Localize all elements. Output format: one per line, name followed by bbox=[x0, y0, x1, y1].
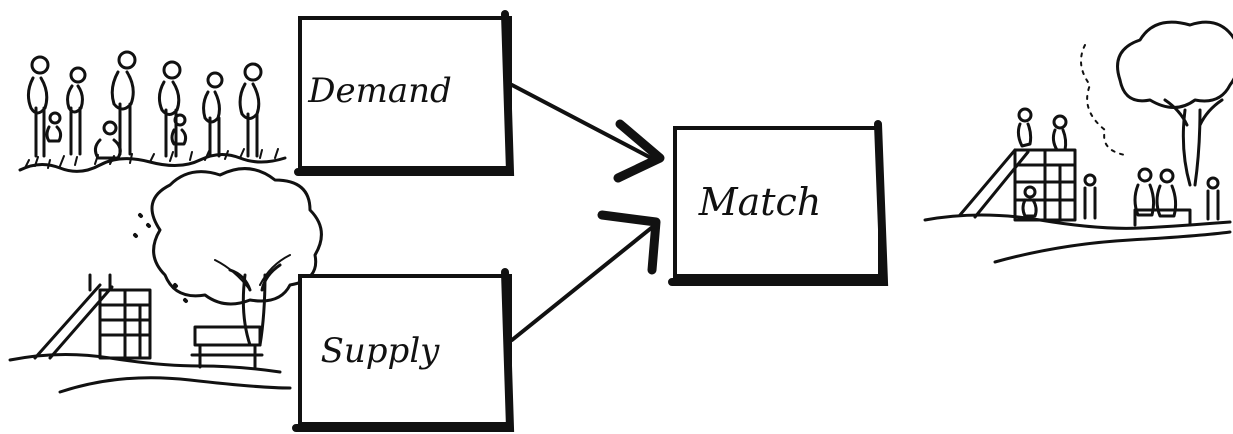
arrowhead-icon bbox=[597, 210, 661, 275]
match-label: Match bbox=[698, 180, 822, 224]
match-illustration bbox=[923, 20, 1233, 264]
demand-box: Demand bbox=[294, 10, 515, 176]
match-box: Match bbox=[668, 120, 889, 286]
demand-label: Demand bbox=[307, 71, 452, 111]
crowd-illustration bbox=[18, 50, 287, 173]
playground-illustration bbox=[8, 167, 323, 394]
supply-box: Supply bbox=[292, 268, 515, 432]
edge-demand-to-match bbox=[510, 83, 665, 183]
edge-supply-to-match bbox=[510, 210, 661, 342]
arrowhead-icon bbox=[613, 119, 665, 183]
supply-label: Supply bbox=[321, 331, 441, 371]
